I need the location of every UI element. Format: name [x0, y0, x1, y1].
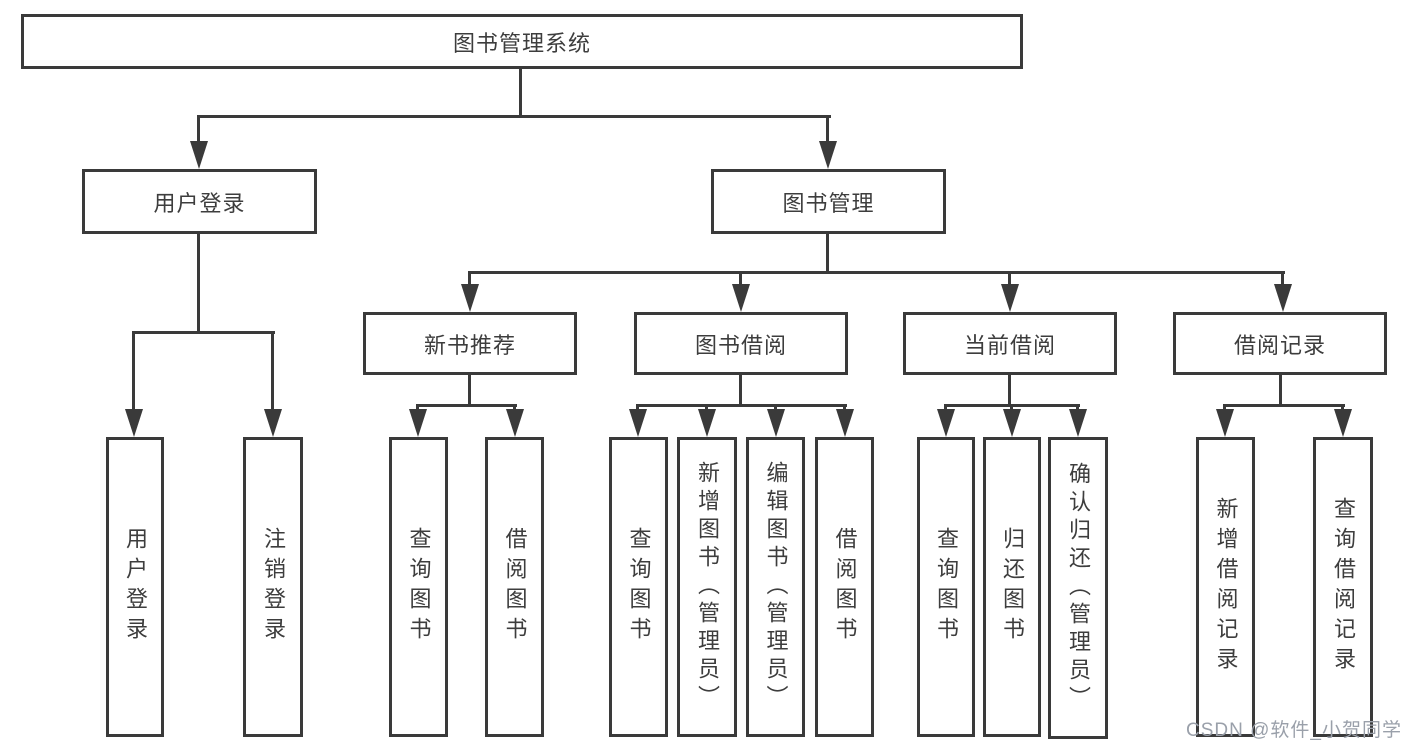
node-book-borrowing: 图书借阅: [634, 312, 848, 375]
connector-sec4-b: [1341, 404, 1344, 412]
node-add-books-admin: 新增图书（管理员）: [677, 437, 737, 737]
connector-sec4-split: [1224, 404, 1345, 407]
arrow-down-icon: [1216, 409, 1234, 437]
node-query-books-current: 查询图书: [917, 437, 975, 737]
connector-sec3-c: [1076, 404, 1079, 412]
connector-sec1-stem: [468, 374, 471, 406]
arrow-down-icon: [937, 409, 955, 437]
connector-sec3-b: [1010, 404, 1013, 412]
connector-to-book-management: [826, 115, 829, 143]
node-edit-books-admin: 编辑图书（管理员）: [746, 437, 805, 737]
node-borrow-books-recommend: 借阅图书: [485, 437, 544, 737]
arrow-down-icon: [698, 409, 716, 437]
connector-to-logout-leaf: [271, 331, 274, 409]
connector-sec4-stem: [1279, 374, 1282, 406]
connector-sec1-a: [416, 404, 419, 412]
node-book-borrowing-label: 图书借阅: [694, 332, 787, 358]
node-borrowing-records-label: 借阅记录: [1233, 332, 1326, 358]
arrow-down-icon: [836, 409, 854, 437]
node-user-login-action-label: 用户登录: [123, 527, 148, 647]
arrow-down-icon: [819, 141, 837, 169]
node-new-book-recommendation: 新书推荐: [363, 312, 577, 375]
connector-to-current-borrow: [1008, 271, 1011, 286]
arrow-down-icon: [1001, 284, 1019, 312]
node-current-borrowing: 当前借阅: [903, 312, 1117, 375]
node-current-borrowing-label: 当前借阅: [963, 332, 1056, 358]
arrow-down-icon: [125, 409, 143, 437]
node-logout-action-label: 注销登录: [261, 527, 286, 647]
node-query-books-current-label: 查询图书: [934, 527, 959, 647]
node-confirm-return-admin-label: 确认归还（管理员）: [1066, 462, 1091, 714]
arrow-down-icon: [190, 141, 208, 169]
watermark-text: CSDN @软件_小贺同学: [1186, 720, 1402, 741]
node-add-borrow-record-label: 新增借阅记录: [1213, 497, 1239, 677]
node-query-books-borrow-label: 查询图书: [626, 527, 652, 647]
node-confirm-return-admin: 确认归还（管理员）: [1048, 437, 1108, 739]
arrow-down-icon: [1069, 409, 1087, 437]
node-book-management-label: 图书管理: [782, 190, 875, 216]
arrow-down-icon: [732, 284, 750, 312]
connector-sec2-split: [637, 404, 847, 407]
arrow-down-icon: [461, 284, 479, 312]
node-library-system: 图书管理系统: [21, 14, 1023, 69]
node-user-login: 用户登录: [82, 169, 317, 234]
connector-mgmt-stem: [826, 232, 829, 273]
node-query-borrow-record-label: 查询借阅记录: [1331, 497, 1356, 677]
node-user-login-action: 用户登录: [106, 437, 164, 737]
node-return-books-label: 归还图书: [1000, 527, 1025, 647]
connector-to-book-borrow: [739, 271, 742, 286]
connector-root-split: [198, 115, 831, 118]
arrow-down-icon: [264, 409, 282, 437]
node-query-books-recommend-label: 查询图书: [406, 527, 432, 647]
connector-sec2-a: [636, 404, 639, 412]
arrow-down-icon: [1274, 284, 1292, 312]
node-query-borrow-record: 查询借阅记录: [1313, 437, 1373, 737]
connector-login-stem: [197, 232, 200, 333]
node-add-borrow-record: 新增借阅记录: [1196, 437, 1255, 737]
connector-to-borrow-records: [1281, 271, 1284, 286]
node-logout-action: 注销登录: [243, 437, 303, 737]
connector-sec3-a: [944, 404, 947, 412]
connector-root-stem: [519, 67, 522, 117]
arrow-down-icon: [506, 409, 524, 437]
node-new-book-recommendation-label: 新书推荐: [423, 332, 516, 358]
connector-to-user-login: [197, 115, 200, 143]
connector-sec2-stem: [739, 374, 742, 406]
node-query-books-borrow: 查询图书: [609, 437, 668, 737]
node-user-login-label: 用户登录: [153, 190, 246, 216]
connector-sec1-b: [513, 404, 516, 412]
node-borrow-books: 借阅图书: [815, 437, 874, 737]
connector-login-split: [133, 331, 275, 334]
node-edit-books-admin-label: 编辑图书（管理员）: [763, 461, 789, 713]
connector-sec3-stem: [1008, 374, 1011, 406]
connector-sec4-a: [1223, 404, 1226, 412]
connector-sec1-split: [417, 404, 517, 407]
node-borrow-books-label: 借阅图书: [832, 527, 858, 647]
connector-to-new-book: [468, 271, 471, 286]
connector-to-login-leaf: [132, 331, 135, 409]
arrow-down-icon: [409, 409, 427, 437]
node-return-books: 归还图书: [983, 437, 1041, 737]
arrow-down-icon: [1334, 409, 1352, 437]
connector-sec2-c: [774, 404, 777, 412]
connector-mgmt-split: [469, 271, 1285, 274]
node-book-management: 图书管理: [711, 169, 946, 234]
arrow-down-icon: [629, 409, 647, 437]
connector-sec2-d: [843, 404, 846, 412]
node-library-system-label: 图书管理系统: [452, 30, 591, 56]
arrow-down-icon: [1003, 409, 1021, 437]
node-borrowing-records: 借阅记录: [1173, 312, 1387, 375]
connector-sec2-b: [705, 404, 708, 412]
arrow-down-icon: [767, 409, 785, 437]
node-query-books-recommend: 查询图书: [389, 437, 448, 737]
node-add-books-admin-label: 新增图书（管理员）: [695, 461, 720, 713]
node-borrow-books-recommend-label: 借阅图书: [502, 527, 528, 647]
